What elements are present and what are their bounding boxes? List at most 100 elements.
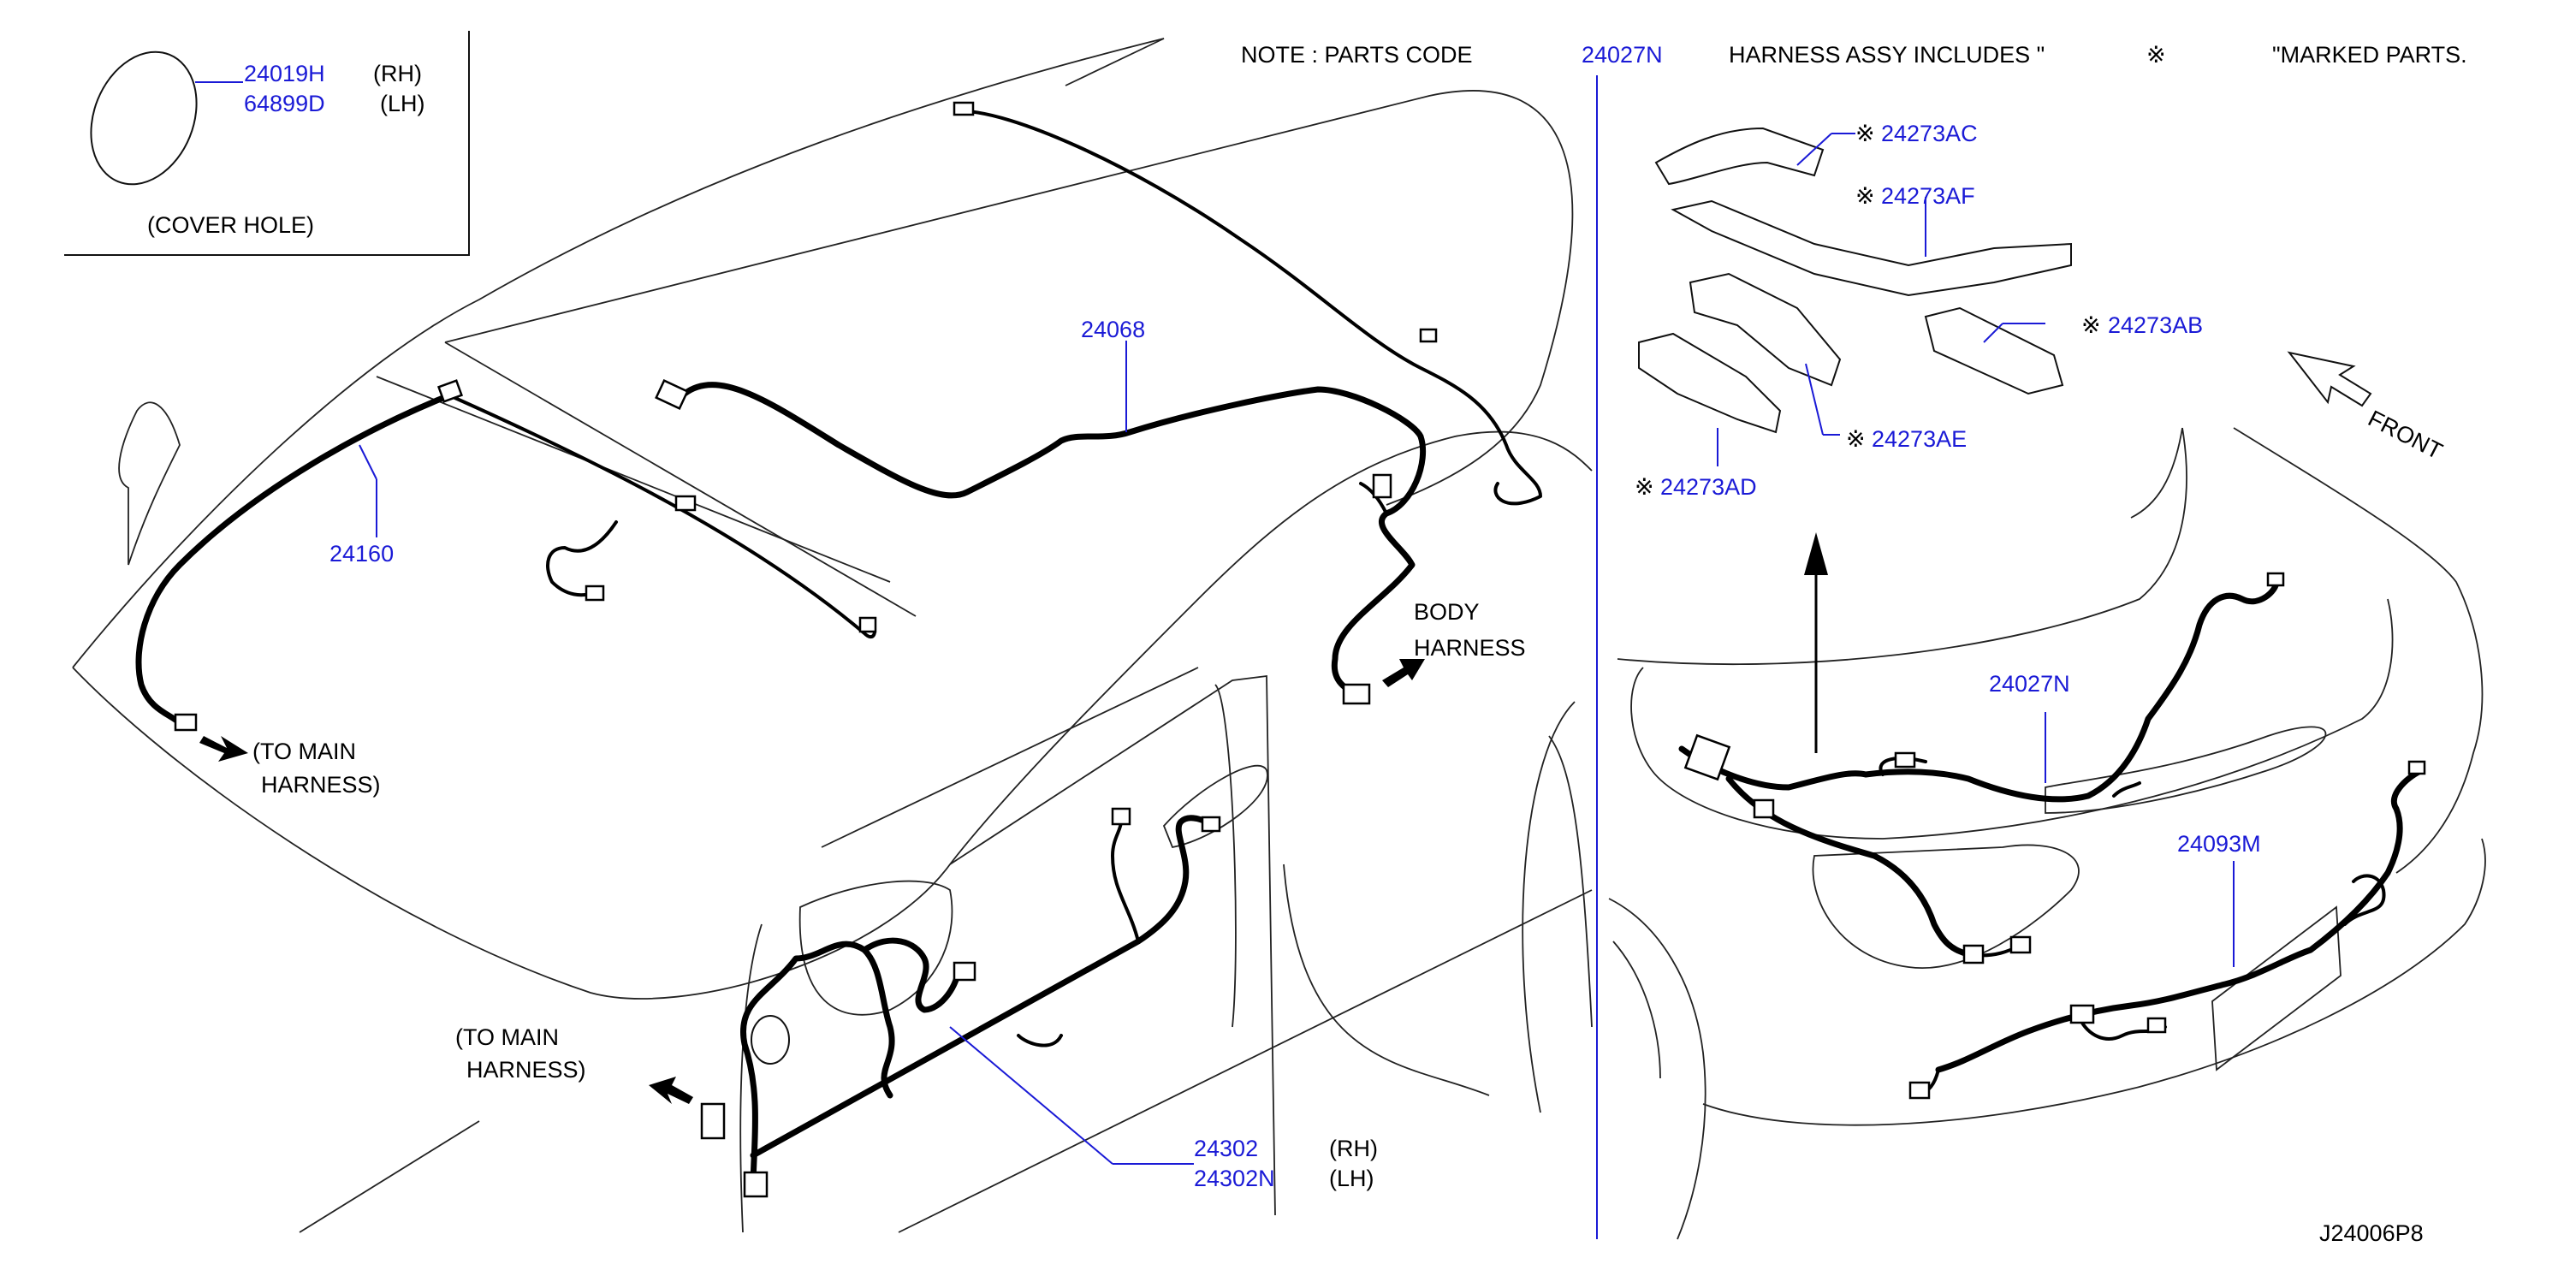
part-number-24273ad: 24273AD <box>1660 474 1757 500</box>
front-label: FRONT <box>2364 406 2446 465</box>
connector <box>743 1171 769 1198</box>
harness-24027n-tail2 <box>2112 781 2141 798</box>
harness-24302 <box>700 807 1221 1198</box>
car-body-outline-right <box>1608 427 2486 1240</box>
harness-24093m-main <box>1935 767 2425 1073</box>
connector <box>1342 683 1371 705</box>
arrow-body-harness <box>1382 659 1425 687</box>
front-arrow-icon <box>2287 351 2372 407</box>
bracket-parts <box>1638 127 2072 434</box>
cover-hole-caption: (COVER HOLE) <box>147 212 314 238</box>
harness-24160-main <box>135 392 453 727</box>
connector <box>1419 328 1438 343</box>
part-number-24093m: 24093M <box>2177 831 2261 857</box>
mark-24273ad: ※ <box>1635 474 1654 500</box>
labels-left: 24068 24160 (TO MAIN HARNESS) BODY HARNE… <box>252 317 1526 1191</box>
part-number-24302n: 24302N <box>1194 1166 1275 1191</box>
harness-24302-trunk <box>750 815 1219 1159</box>
harness-24302-stub <box>1017 1034 1063 1047</box>
inset-frame <box>64 31 470 256</box>
body-harness-line1: BODY <box>1414 599 1480 625</box>
note-code: 24027N <box>1582 42 1663 68</box>
arrows-left <box>199 659 1425 1104</box>
part-number-24273ab: 24273AB <box>2108 312 2203 338</box>
connector <box>1962 944 1985 964</box>
connector <box>2069 1004 2095 1024</box>
harness-24068 <box>655 101 1542 705</box>
leaders-left <box>359 341 1194 1165</box>
connector <box>858 616 877 633</box>
harness-24302-loop <box>861 937 962 1013</box>
part-number-64899d: 64899D <box>244 91 325 116</box>
leaders-right <box>1717 133 2235 967</box>
harness-24027n-branch <box>1725 775 1972 958</box>
part-number-24027n: 24027N <box>1989 671 2070 697</box>
connector <box>674 495 697 512</box>
front-direction-indicator: FRONT <box>2287 351 2447 465</box>
harness-24068-main <box>681 382 1427 697</box>
bracket-24273af <box>1671 199 2072 297</box>
mark-24273ab: ※ <box>2081 312 2101 338</box>
connector <box>585 585 605 602</box>
side-24302n: (LH) <box>1329 1166 1374 1191</box>
side-lh: (LH) <box>380 91 425 116</box>
connector <box>2009 935 2032 954</box>
part-number-24273ae: 24273AE <box>1872 426 1967 452</box>
part-number-24160: 24160 <box>329 541 394 567</box>
part-number-24068: 24068 <box>1081 317 1145 342</box>
part-number-24273ac: 24273AC <box>1881 121 1978 146</box>
note-suffix: "MARKED PARTS. <box>2272 42 2467 68</box>
connector <box>436 379 464 403</box>
harness-24027n-main <box>1678 579 2280 803</box>
labels-right: ※ 24273AC ※ 24273AF ※ 24273AB ※ 24273AE … <box>1635 121 2424 1246</box>
connector <box>1201 816 1221 833</box>
harness-24093m <box>1908 760 2426 1100</box>
connector <box>2266 572 2285 587</box>
harness-24160 <box>135 379 877 732</box>
connector <box>700 1102 726 1140</box>
connector <box>1753 798 1775 819</box>
parts-note: NOTE : PARTS CODE 24027N HARNESS ASSY IN… <box>1241 42 2467 68</box>
clip <box>751 1015 790 1065</box>
note-mark-symbol: ※ <box>2146 42 2166 68</box>
harness-24093m-loop2 <box>2343 874 2386 926</box>
arrow-to-main-harness-2 <box>649 1077 693 1104</box>
connector <box>1111 807 1131 826</box>
cover-hole-inset: 24019H (RH) 64899D (LH) (COVER HOLE) <box>64 31 470 256</box>
body-harness-line2: HARNESS <box>1414 635 1526 661</box>
connector <box>174 713 198 732</box>
explode-arrow <box>1804 532 1828 753</box>
bracket-24273ab <box>1924 306 2064 395</box>
to-main-harness-2-line1: (TO MAIN <box>455 1024 559 1050</box>
mark-24273af: ※ <box>1855 183 1875 209</box>
mark-24273ac: ※ <box>1855 121 1875 146</box>
harness-24302-main <box>740 941 895 1193</box>
harness-24068-roof <box>961 110 1542 506</box>
connector <box>655 379 689 410</box>
cover-hole-part <box>90 50 198 186</box>
mark-24273ae: ※ <box>1846 426 1866 452</box>
bracket-24273ac <box>1654 127 1825 186</box>
bracket-24273ad <box>1638 332 1782 434</box>
harness-24160-tail <box>546 520 618 597</box>
to-main-harness-1-line2: HARNESS) <box>261 772 381 798</box>
part-number-24273af: 24273AF <box>1881 183 1975 209</box>
connector <box>2146 1017 2167 1034</box>
connector <box>1372 473 1392 499</box>
harness-24027n <box>1678 572 2285 964</box>
note-prefix: NOTE : PARTS CODE <box>1241 42 1473 68</box>
connector <box>2407 760 2426 775</box>
to-main-harness-2-line2: HARNESS) <box>466 1057 586 1083</box>
junction-block <box>1683 733 1731 781</box>
connector <box>953 961 976 982</box>
connector <box>953 101 975 116</box>
part-number-24019h: 24019H <box>244 61 325 86</box>
harness-24302-branch <box>1111 820 1140 943</box>
connector <box>1894 751 1916 769</box>
diagram-id: J24006P8 <box>2319 1220 2424 1246</box>
side-rh: (RH) <box>373 61 422 86</box>
harness-24027n-stub <box>1879 756 1927 776</box>
side-24302: (RH) <box>1329 1136 1378 1161</box>
to-main-harness-1-line1: (TO MAIN <box>252 739 356 764</box>
